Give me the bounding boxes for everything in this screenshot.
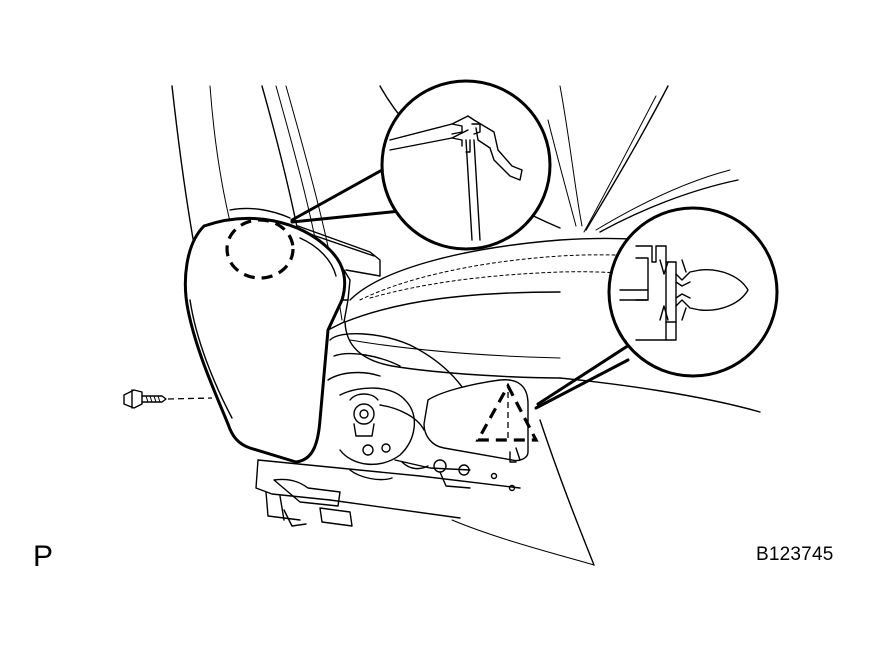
- figure-code-label: B123745: [756, 544, 834, 565]
- clip-detail-callout-icon: [534, 206, 779, 410]
- seat-side-cover-icon: [183, 207, 381, 464]
- view-letter-label: P: [33, 540, 54, 573]
- screw-icon: [123, 389, 213, 409]
- clip-trim-piece: [423, 379, 539, 463]
- claw-detail-callout-icon: [290, 79, 552, 251]
